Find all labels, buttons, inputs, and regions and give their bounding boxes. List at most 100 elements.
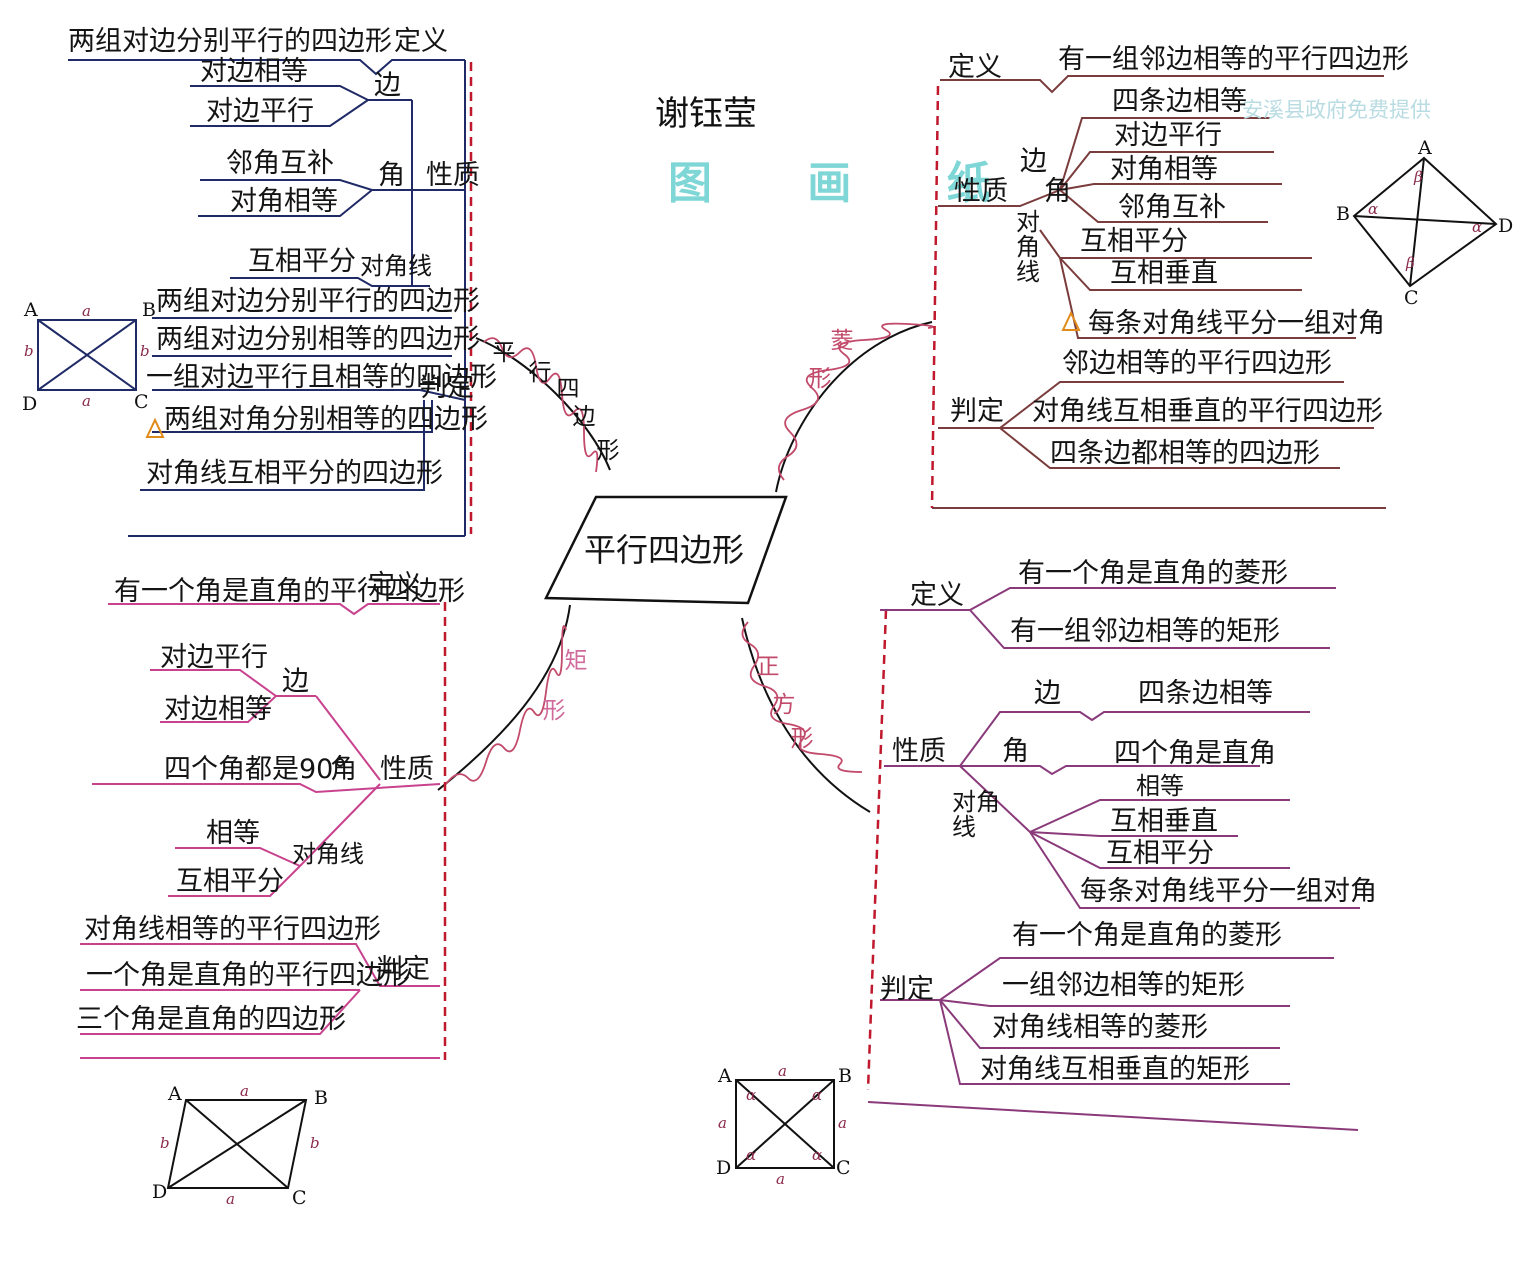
parallelogram-criterion-1: 两组对边分别平行的四边形	[156, 286, 480, 317]
rhombus-figure: A B C D α α β β	[1336, 137, 1513, 306]
branch-name-char: 方	[772, 692, 796, 718]
parallelogram-definition-label: 定义	[394, 26, 448, 57]
rectangle-criterion-1: 对角线相等的平行四边形	[84, 914, 381, 945]
parallelogram-angle-1: 邻角互补	[226, 148, 334, 179]
rectangle-diagonal-1: 相等	[206, 818, 260, 849]
side-mark: a	[718, 1114, 727, 1132]
rhombus-criterion-1: 邻边相等的平行四边形	[1062, 348, 1332, 379]
side-mark: b	[160, 1134, 170, 1152]
vertex-a: A	[23, 299, 38, 321]
parallelogram-criterion-4: 两组对角分别相等的四边形	[164, 404, 488, 435]
square-criterion-3: 对角线相等的菱形	[992, 1012, 1208, 1043]
rhombus-angle-1: 对角相等	[1110, 154, 1218, 185]
angle-mark: α	[746, 1086, 756, 1104]
rectangle-properties-label: 性质	[380, 754, 434, 785]
rectangle-definition: 有一个角是直角的平行四边形	[114, 576, 465, 607]
branch-name-char: 四	[556, 376, 580, 402]
parallelogram-diagonal-label: 对角线	[360, 252, 432, 280]
parallelogram-criterion-2: 两组对边分别相等的四边形	[156, 324, 480, 355]
side-mark: b	[140, 342, 150, 360]
vertex-a: A	[1417, 137, 1432, 159]
square-angle: 四个角是直角	[1114, 738, 1276, 769]
branch-arc-square	[741, 617, 871, 813]
rhombus-diagonal-2: 互相垂直	[1110, 258, 1218, 289]
dashed-border-rhombus	[930, 85, 940, 509]
vertex-d: D	[716, 1157, 731, 1179]
vertex-d: D	[152, 1181, 167, 1203]
branch-wave-rhombus	[778, 322, 934, 481]
rhombus-angle-label: 角	[1044, 176, 1071, 207]
rhombus-diagonal-3: 每条对角线平分一组对角	[1088, 308, 1385, 339]
rhombus-diagonal-1: 互相平分	[1080, 226, 1188, 257]
vertex-a: A	[717, 1065, 732, 1087]
parallelogram-angle-2: 对角相等	[230, 186, 338, 217]
dashed-border-square	[866, 609, 888, 1091]
square-criterion-1: 有一个角是直角的菱形	[1012, 920, 1282, 951]
vertex-c: C	[292, 1187, 307, 1209]
square-angle-label: 角	[1002, 736, 1029, 767]
branch-arc-parallelogram	[475, 337, 611, 471]
square-diagonal-1: 相等	[1136, 772, 1184, 800]
rectangle-angle-label: 角	[330, 754, 357, 785]
rectangle-side-label: 边	[282, 666, 309, 697]
rectangle-criteria-label: 判定	[376, 954, 430, 985]
branch-wave-square	[741, 621, 863, 773]
parallelogram-lines	[68, 59, 466, 537]
rhombus-side-1: 四条边相等	[1112, 86, 1247, 117]
rhombus-side-2: 对边平行	[1114, 120, 1222, 151]
rhombus-criteria-label: 判定	[950, 396, 1004, 427]
side-mark: a	[776, 1170, 785, 1188]
angle-mark: α	[1472, 218, 1482, 236]
parallelogram-side-label: 边	[374, 70, 401, 101]
square-criterion-2: 一组邻边相等的矩形	[1002, 970, 1245, 1001]
square-diagonal-2: 互相垂直	[1110, 806, 1218, 837]
rhombus-angle-2: 邻角互补	[1118, 192, 1226, 223]
watermark: 安溪县政府免费提供	[1242, 98, 1431, 122]
rectangle-diagonal-label: 对角线	[292, 840, 364, 868]
side-mark: a	[226, 1190, 235, 1208]
rectangle-side-2: 对边相等	[164, 694, 272, 725]
vertex-c: C	[1404, 287, 1419, 306]
rectangle-side-1: 对边平行	[160, 642, 268, 673]
angle-mark: α	[746, 1146, 756, 1164]
branch-wave-rectangle	[445, 625, 567, 785]
vertex-a: A	[167, 1083, 182, 1105]
square-figure: A B C D a a a a α α α α	[716, 1062, 852, 1188]
side-mark: b	[310, 1134, 320, 1152]
rhombus-criterion-3: 四条边都相等的四边形	[1050, 438, 1320, 469]
square-criteria-label: 判定	[880, 974, 934, 1005]
parallelogram-side-1: 对边相等	[200, 56, 308, 87]
side-mark: a	[82, 392, 91, 410]
rectangle-criterion-2: 一个角是直角的平行四边形	[86, 960, 410, 991]
square-diagonal-label: 对角线	[952, 788, 1000, 842]
parallelogram-definition: 两组对边分别平行的四边形	[68, 26, 392, 57]
branch-name-char: 形	[790, 726, 814, 752]
rectangle-lines	[80, 603, 441, 1059]
parallelogram-criterion-3: 一组对边平行且相等的四边形	[146, 362, 497, 393]
angle-mark: α	[1368, 200, 1378, 218]
vertex-b: B	[838, 1065, 852, 1087]
side-mark: a	[240, 1082, 249, 1100]
vertex-b: B	[142, 299, 156, 321]
branch-name-char: 形	[542, 698, 566, 724]
rhombus-definition-label: 定义	[948, 52, 1002, 83]
parallelogram-side-2: 对边平行	[206, 96, 314, 127]
rectangle-diagonal-2: 互相平分	[176, 866, 284, 897]
branch-name-char: 边	[572, 404, 596, 430]
square-diagonal-3: 互相平分	[1106, 838, 1214, 869]
rhombus-definition: 有一组邻边相等的平行四边形	[1058, 44, 1409, 75]
square-side: 四条边相等	[1138, 678, 1273, 709]
branch-name-char: 行	[528, 360, 552, 386]
vertex-b: B	[314, 1087, 328, 1109]
angle-mark: β	[1413, 168, 1423, 186]
parallelogram-figure: A B C D a b a b	[22, 299, 156, 415]
rectangle-criterion-3: 三个角是直角的四边形	[76, 1004, 346, 1035]
branch-arc-rhombus	[775, 321, 933, 493]
square-diagonal-4: 每条对角线平分一组对角	[1080, 876, 1377, 907]
side-mark: a	[778, 1062, 787, 1080]
rectangle-definition-label: 定义	[368, 570, 422, 601]
square-lines	[867, 587, 1360, 1131]
square-side-label: 边	[1034, 678, 1061, 709]
triangle-mark-parallelogram	[145, 417, 165, 438]
